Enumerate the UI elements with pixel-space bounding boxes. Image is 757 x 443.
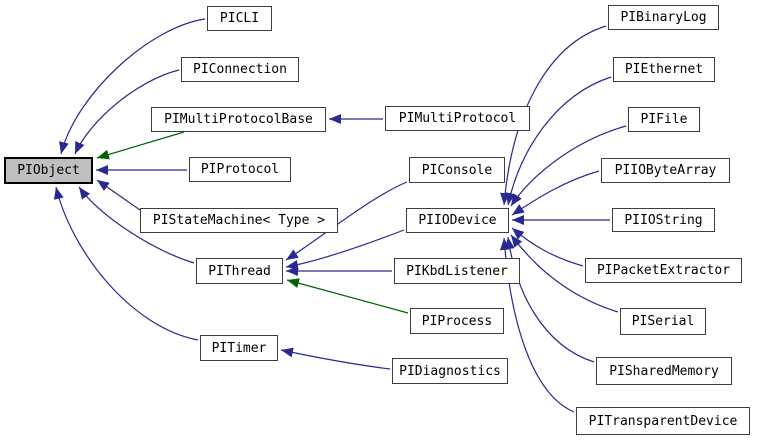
edge-PIFile-to-PIIODevice bbox=[510, 125, 627, 207]
edge-PIIOByteArray-to-PIIODevice bbox=[511, 170, 600, 216]
node-PITransparentDevice[interactable]: PITransparentDevice bbox=[576, 407, 750, 435]
edge-PISharedMemory-to-PIIODevice bbox=[504, 236, 595, 363]
edge-PIDiagnostics-to-PITimer bbox=[280, 347, 391, 370]
node-PIBinaryLog[interactable]: PIBinaryLog bbox=[608, 5, 719, 30]
edge-PITimer-to-PIObject bbox=[53, 186, 199, 341]
node-PIIODevice[interactable]: PIIODevice bbox=[406, 208, 509, 233]
node-PIProcess[interactable]: PIProcess bbox=[410, 308, 504, 334]
node-PIConsole[interactable]: PIConsole bbox=[409, 157, 505, 183]
node-PIPacketExtractor[interactable]: PIPacketExtractor bbox=[585, 258, 742, 283]
edge-PIConsole-to-PIThread bbox=[285, 181, 408, 261]
node-PIProtocol[interactable]: PIProtocol bbox=[189, 157, 291, 182]
node-PITimer[interactable]: PITimer bbox=[200, 335, 278, 361]
node-PIIOByteArray[interactable]: PIIOByteArray bbox=[601, 158, 730, 183]
node-PIMultiProtocolBase[interactable]: PIMultiProtocolBase bbox=[151, 107, 326, 132]
node-PIThread[interactable]: PIThread bbox=[196, 258, 283, 284]
edge-PIMultiProtocolBase-to-PIObject bbox=[96, 131, 185, 160]
node-PIMultiProtocol[interactable]: PIMultiProtocol bbox=[385, 106, 530, 131]
node-PIStateMachine[interactable]: PIStateMachine< Type > bbox=[140, 208, 338, 233]
node-PIEthernet[interactable]: PIEthernet bbox=[613, 57, 715, 82]
node-PISerial[interactable]: PISerial bbox=[620, 308, 706, 335]
edge-PIStateMachine-to-PIObject bbox=[96, 179, 141, 211]
node-PISharedMemory[interactable]: PISharedMemory bbox=[596, 357, 732, 385]
edge-PIBinaryLog-to-PIIODevice bbox=[500, 25, 607, 206]
node-PIConnection[interactable]: PIConnection bbox=[181, 57, 299, 82]
node-PIObject: PIObject bbox=[4, 157, 93, 184]
edge-PIIODevice-to-PIThread bbox=[285, 229, 405, 270]
node-PIDiagnostics[interactable]: PIDiagnostics bbox=[392, 358, 508, 384]
edge-PIEthernet-to-PIIODevice bbox=[505, 76, 612, 206]
node-PIFile[interactable]: PIFile bbox=[628, 107, 700, 132]
node-PIIOString[interactable]: PIIOString bbox=[612, 208, 715, 232]
edge-PIPacketExtractor-to-PIIODevice bbox=[511, 227, 584, 267]
edge-PIConnection-to-PIObject bbox=[74, 69, 180, 155]
edge-PICLI-to-PIObject bbox=[59, 18, 206, 155]
edge-PIProcess-to-PIThread bbox=[286, 278, 409, 314]
node-PIKbdListener[interactable]: PIKbdListener bbox=[394, 258, 520, 284]
node-PICLI[interactable]: PICLI bbox=[207, 6, 272, 31]
edge-PIThread-to-PIObject bbox=[78, 186, 195, 264]
edge-PISerial-to-PIIODevice bbox=[510, 234, 619, 313]
